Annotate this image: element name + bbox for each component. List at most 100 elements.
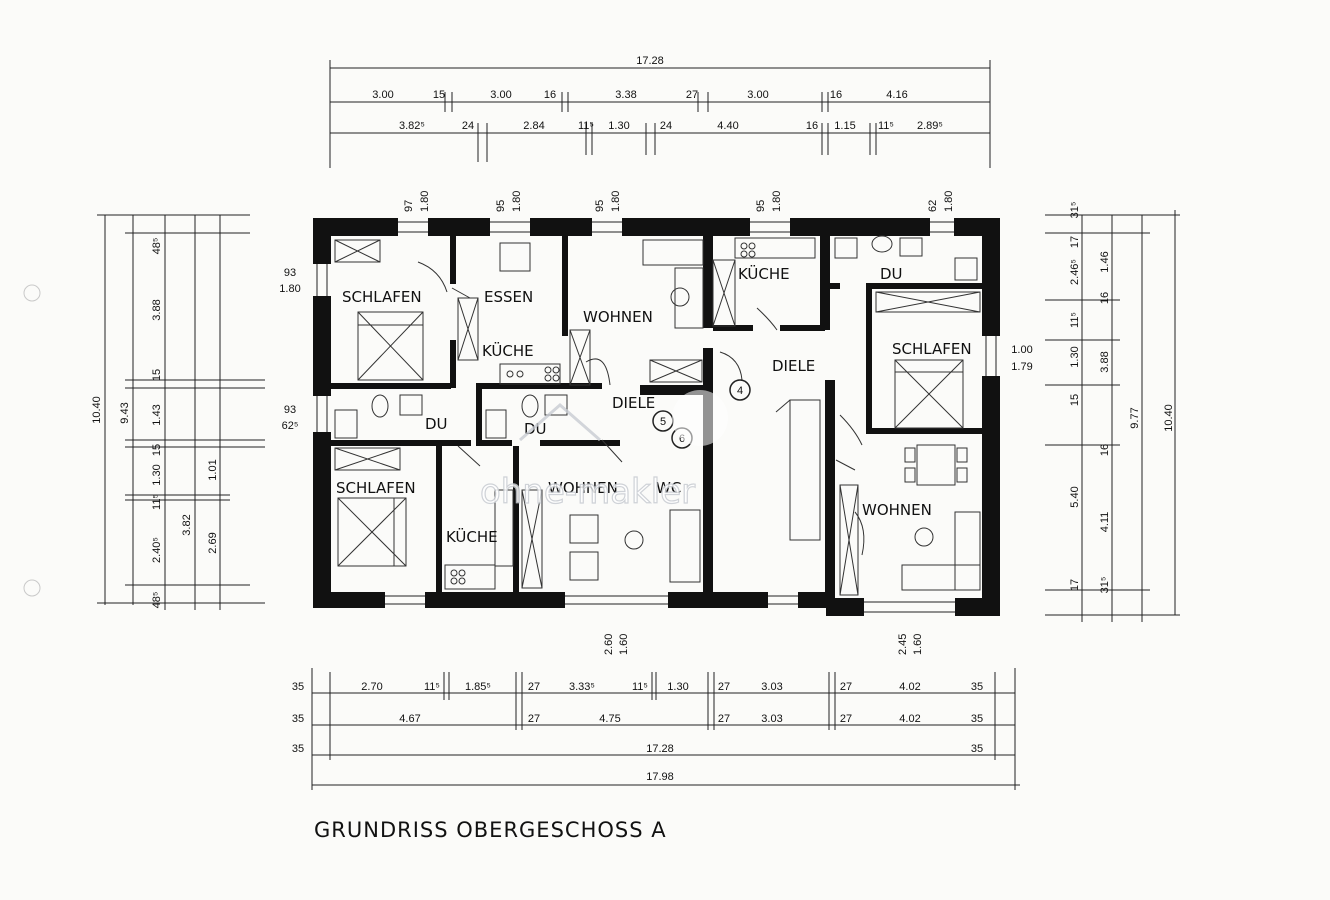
dim-left-val: 1.01	[207, 459, 219, 480]
dim-bottom-r3: 17.28	[646, 743, 674, 755]
dim-top-r1: 3.00	[747, 89, 768, 101]
window-label: 1.80	[419, 191, 431, 212]
window-label: 1.79	[1011, 361, 1032, 373]
dim-top-total: 17.28	[636, 55, 664, 67]
room-du-left: DU	[425, 415, 448, 433]
punch-hole-bottom	[23, 579, 41, 597]
window-label: 1.80	[771, 191, 783, 212]
dim-top-r1: 16	[830, 89, 842, 101]
window-label: 93	[284, 267, 296, 279]
watermark: ohne-makler	[479, 390, 728, 513]
dim-bottom-r1: 3.03	[761, 681, 782, 693]
building-walls	[313, 218, 1000, 616]
dim-bottom-r2: 4.67	[399, 713, 420, 725]
watermark-text: ohne-makler	[480, 472, 695, 512]
dim-right-val: 2.46⁵	[1069, 259, 1081, 285]
room-labels: SCHLAFEN ESSEN WOHNEN KÜCHE KÜCHE DU DIE…	[336, 264, 972, 546]
dim-left-val: 15	[151, 369, 163, 381]
dim-top-r2: 1.30	[608, 120, 629, 132]
dim-bottom-r1: 27	[528, 681, 540, 693]
dim-top-r1: 27	[686, 89, 698, 101]
window-label: 95	[755, 200, 767, 212]
dim-left-val: 11⁵	[151, 494, 163, 510]
dim-bottom-r1: 2.70	[361, 681, 382, 693]
dim-bottom-r3: 35	[971, 743, 983, 755]
dim-top-r2: 24	[660, 120, 672, 132]
dim-top-r2: 4.40	[717, 120, 738, 132]
dim-top-r2: 3.82⁵	[399, 120, 425, 132]
dimension-bottom: 35 2.70 11⁵ 1.85⁵ 27 3.33⁵ 11⁵ 1.30 27 3…	[292, 668, 1020, 790]
dim-left-c1: 9.43	[119, 402, 131, 423]
dim-right-val: 31⁵	[1099, 577, 1111, 594]
dim-bottom-r2: 27	[840, 713, 852, 725]
dim-top-r1: 16	[544, 89, 556, 101]
window-label: 1.80	[943, 191, 955, 212]
dim-bottom-r2: 27	[528, 713, 540, 725]
window-label: 1.80	[279, 283, 300, 295]
dim-bottom-r2: 35	[971, 713, 983, 725]
room-kueche-right: KÜCHE	[738, 264, 790, 283]
dim-top-r1: 15	[433, 89, 445, 101]
dim-left-val: 1.30	[151, 464, 163, 485]
dim-top-r2: 11⁵	[878, 120, 894, 132]
room-essen: ESSEN	[484, 288, 533, 306]
dim-right-val: 16	[1099, 444, 1111, 456]
dim-left-val: 2.69	[207, 532, 219, 553]
furniture	[334, 235, 981, 596]
dim-bottom-r2: 3.03	[761, 713, 782, 725]
windows	[316, 221, 997, 613]
window-label: 93	[284, 404, 296, 416]
dim-right-total: 10.40	[1163, 404, 1175, 432]
dim-top-r2: 1.15	[834, 120, 855, 132]
dim-right-val: 11⁵	[1069, 312, 1081, 328]
dim-right-val: 17	[1069, 236, 1081, 248]
dim-right-val: 15	[1069, 394, 1081, 406]
dim-bottom-r1: 27	[718, 681, 730, 693]
dim-left-val: 15	[151, 444, 163, 456]
room-wc: WC	[656, 479, 681, 497]
punch-hole-top	[23, 284, 41, 302]
dim-top-r1: 3.00	[372, 89, 393, 101]
dim-bottom-r3: 35	[292, 743, 304, 755]
dim-bottom-r2: 4.75	[599, 713, 620, 725]
dim-bottom-r1: 35	[292, 681, 304, 693]
dim-bottom-r1: 27	[840, 681, 852, 693]
window-label: 62	[927, 200, 939, 212]
room-diele-mid: DIELE	[612, 394, 655, 412]
dim-right-val: 4.11	[1099, 512, 1111, 533]
window-label: 62⁵	[282, 420, 299, 432]
dim-right-val: 3.88	[1099, 351, 1111, 372]
dim-bottom-r1: 11⁵	[424, 681, 440, 693]
dim-left-val: 48⁵	[151, 592, 163, 609]
dim-right-val: 1.30	[1069, 346, 1081, 367]
dim-right-c1: 9.77	[1129, 407, 1141, 428]
dim-right-val: 17	[1069, 579, 1081, 591]
dimension-right: 10.40 9.77 31⁵ 17 2.46⁵ 1.46 16 11⁵ 1.30…	[1045, 202, 1180, 622]
dim-bottom-r1: 11⁵	[632, 681, 648, 693]
dim-bottom-r1: 1.85⁵	[465, 681, 491, 693]
dim-bottom-total: 17.98	[646, 771, 674, 783]
dim-right-val: 1.46	[1099, 251, 1111, 272]
dim-top-r2: 24	[462, 120, 474, 132]
dim-bottom-r2: 35	[292, 713, 304, 725]
room-diele-right: DIELE	[772, 357, 815, 375]
dim-bottom-r2: 27	[718, 713, 730, 725]
window-label: 1.80	[610, 191, 622, 212]
window-label: 1.00	[1011, 344, 1032, 356]
room-schlafen-bottom-left: SCHLAFEN	[336, 479, 416, 497]
room-wohnen-top: WOHNEN	[583, 308, 653, 326]
dim-left-total: 10.40	[91, 396, 103, 424]
room-wohnen-bottom: WOHNEN	[548, 479, 618, 497]
dim-top-r2: 2.89⁵	[917, 120, 943, 132]
room-schlafen-right: SCHLAFEN	[892, 340, 972, 358]
dim-bottom-r1: 35	[971, 681, 983, 693]
room-schlafen-top-left: SCHLAFEN	[342, 288, 422, 306]
dim-left-val: 2.40⁵	[151, 537, 163, 563]
room-wohnen-right: WOHNEN	[862, 501, 932, 519]
dim-right-val: 31⁵	[1069, 202, 1081, 219]
dim-top-r1: 4.16	[886, 89, 907, 101]
window-label: 1.60	[912, 634, 924, 655]
dim-top-r1: 3.38	[615, 89, 636, 101]
dim-top-r2: 16	[806, 120, 818, 132]
